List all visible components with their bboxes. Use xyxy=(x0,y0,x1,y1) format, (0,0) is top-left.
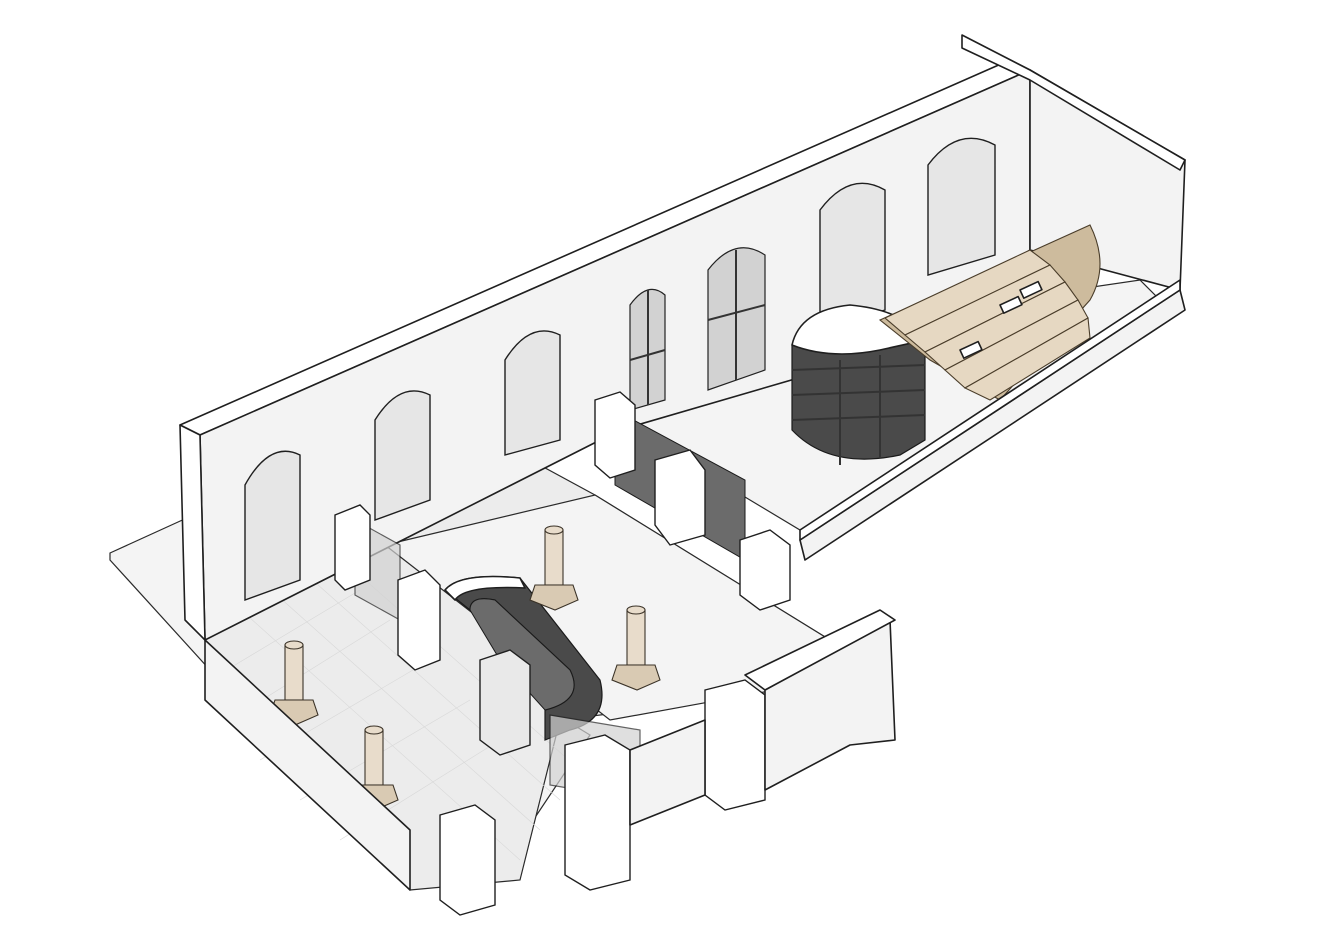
column-1 xyxy=(529,525,579,611)
rear-wing-front-top xyxy=(799,279,1181,541)
column-2 xyxy=(611,605,661,691)
partition-pier-2 xyxy=(739,529,791,611)
column-3 xyxy=(269,640,319,726)
stone-columns xyxy=(269,525,661,811)
front-outer-wall-mid xyxy=(629,719,706,826)
back-wall-arches xyxy=(244,137,996,601)
front-outer-wall-left xyxy=(204,639,411,891)
partition-pier-1 xyxy=(654,449,706,546)
arch-2 xyxy=(374,390,431,521)
arch-3 xyxy=(504,330,561,456)
front-outer-wall-top xyxy=(744,609,896,691)
partition-pier-3 xyxy=(594,391,636,479)
tiered-seating xyxy=(878,224,1101,401)
front-piers xyxy=(334,504,766,916)
arch-7 xyxy=(927,137,996,276)
arch-1 xyxy=(244,450,301,601)
right-end-wall-top xyxy=(961,34,1186,171)
arch-6 xyxy=(819,182,886,331)
